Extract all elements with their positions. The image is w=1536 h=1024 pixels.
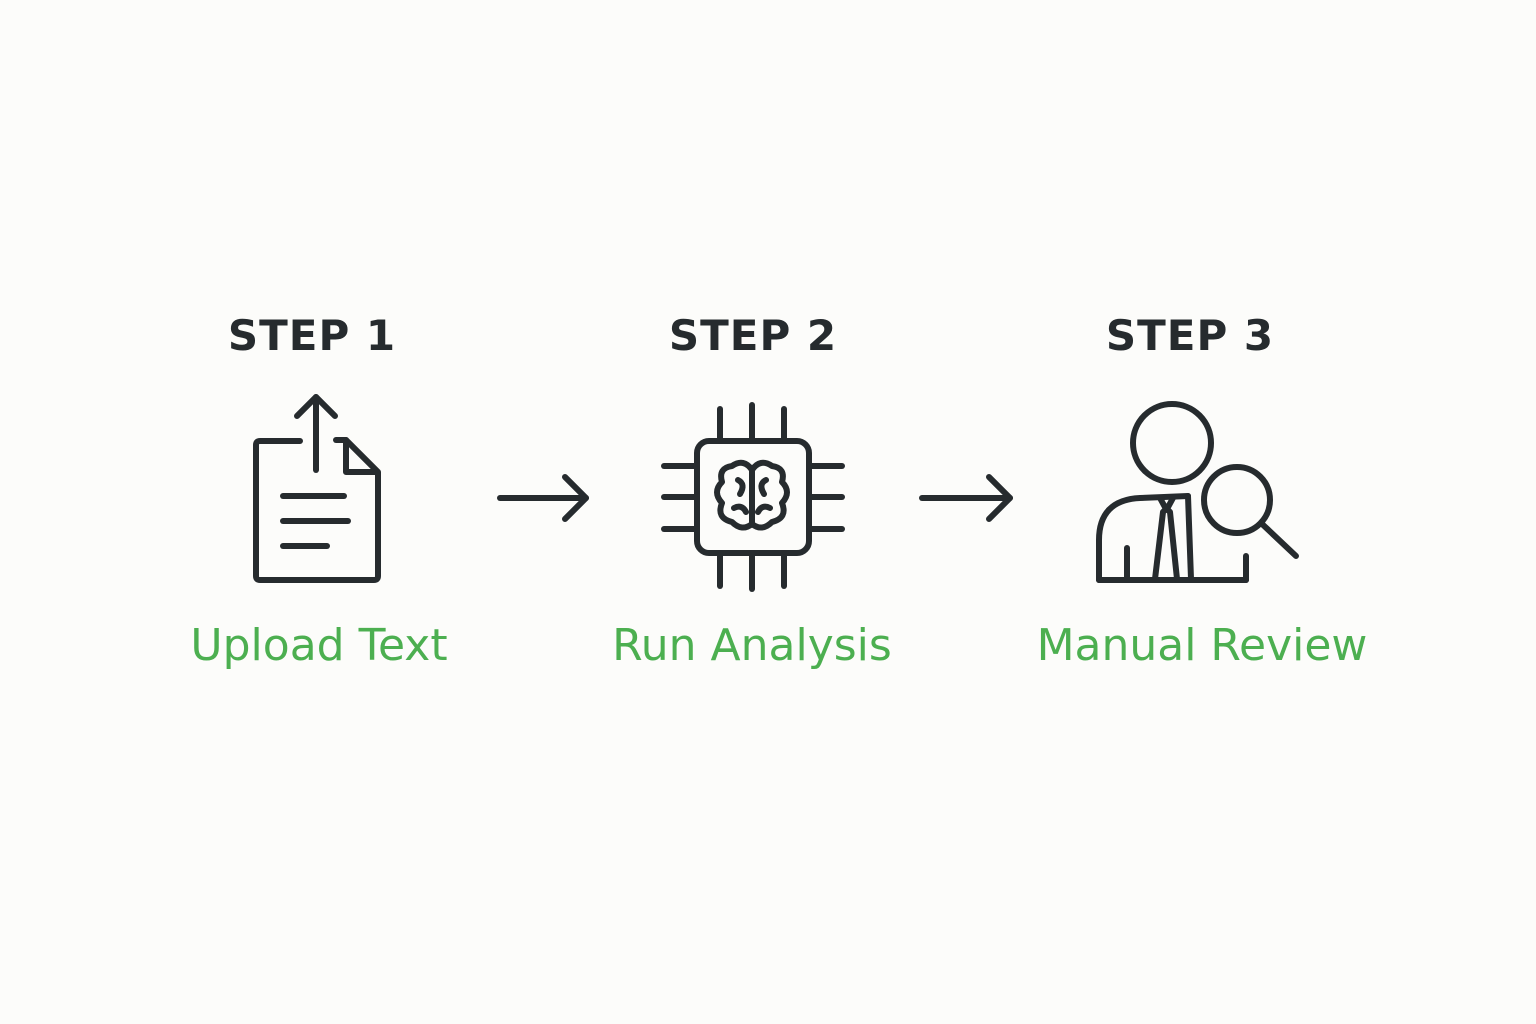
- step-1-title: STEP 1: [227, 311, 397, 360]
- step-2-label: Run Analysis: [612, 620, 892, 671]
- person-magnifier-icon: [1096, 401, 1299, 583]
- arrow-right-icon-1: [497, 474, 589, 522]
- arrow-right-icon-2: [919, 474, 1013, 522]
- ai-brain-chip-icon: [661, 402, 845, 592]
- step-3-label: Manual Review: [1036, 620, 1368, 671]
- document-upload-icon: [253, 394, 381, 583]
- step-2-title: STEP 2: [668, 311, 838, 360]
- step-3-title: STEP 3: [1105, 311, 1275, 360]
- step-1-label: Upload Text: [190, 620, 448, 671]
